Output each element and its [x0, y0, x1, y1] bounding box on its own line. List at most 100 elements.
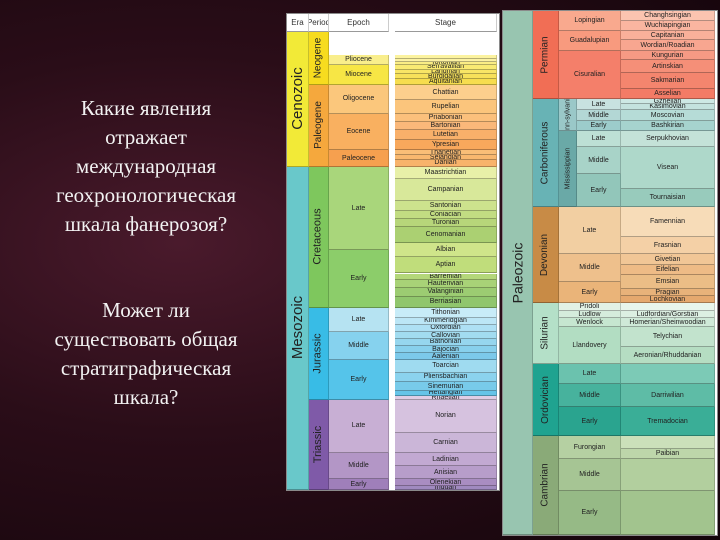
stage-cell-label: Darriwilian [651, 391, 684, 399]
period-cell-label: Paleogene [312, 101, 324, 150]
stage-cell: Paibian [621, 449, 715, 459]
subperiod-cell: Mississippian [559, 131, 577, 207]
stage-cell: Barremian [395, 273, 497, 281]
stage-cell-label: Kasimovian [649, 104, 686, 110]
stage-cell: Berriasian [395, 296, 497, 309]
stage-cell-label: Anisian [434, 468, 457, 476]
period-cell-label: Cambrian [539, 463, 551, 507]
period-cell: Cambrian [533, 436, 559, 535]
stage-cell: Kasimovian [621, 104, 715, 110]
epoch-cell-label: Early [590, 186, 607, 194]
stage-cell [621, 436, 715, 449]
epoch-cell-label: Late [591, 100, 606, 108]
stage-cell-label: Aalenian [431, 353, 460, 360]
epoch-cell-label: Early [590, 122, 607, 129]
period-cell: Paleogene [309, 84, 329, 167]
stage-cell: Moscovian [621, 110, 715, 121]
stage-cell-label: Aquitanian [428, 79, 463, 85]
epoch-cell: Ludlow [559, 311, 621, 318]
stage-cell-label: Bashkirian [651, 122, 684, 129]
stage-cell-label: Sinemurian [427, 382, 464, 390]
epoch-cell: Late [329, 308, 389, 333]
stage-cell-label: Famennian [649, 218, 686, 225]
subperiod-cell-label: Penn-sylvanian [564, 99, 571, 131]
stage-cell-label: Telychian [652, 333, 683, 340]
epoch-cell: Early [329, 360, 389, 400]
epoch-cell-label: Late [591, 135, 606, 142]
epoch-cell: Miocene [329, 64, 389, 85]
stage-cell [621, 303, 715, 311]
stage-cell: Sinemurian [395, 382, 497, 391]
epoch-cell-label: Late [351, 204, 366, 212]
epoch-cell: Early [577, 121, 621, 131]
stage-cell-label: Toarcian [432, 362, 459, 370]
epoch-cell-label: Middle [588, 156, 609, 164]
period-cell-label: Triassic [312, 425, 325, 464]
stage-cell: Olenekian [395, 479, 497, 487]
stage-cell: Serpukhovian [621, 131, 715, 147]
epoch-cell-label: Middle [579, 471, 600, 478]
stage-cell-label: Coniacian [429, 210, 462, 218]
period-cell-label: Neogene [312, 37, 324, 79]
stage-cell-label: Moscovian [650, 111, 685, 119]
stage-cell-label: Ypresian [431, 141, 460, 149]
question-line: шкала фанерозоя? [64, 212, 228, 236]
stage-cell-label: Lutetian [433, 130, 458, 138]
question-line: отражает [105, 125, 187, 149]
epoch-cell-label: Early [350, 480, 367, 488]
stage-cell-label: Asselian [654, 90, 681, 97]
stage-cell: Burdigalian [395, 74, 497, 80]
stage-cell: Callovian [395, 332, 497, 339]
stage-cell: Emsian [621, 275, 715, 289]
epoch-cell: Early [577, 174, 621, 207]
era-cell: Mesozoic [287, 166, 309, 490]
column-header: Period [309, 14, 329, 32]
epoch-cell-label: Cisuralian [573, 71, 606, 78]
stage-cell-label: Serpukhovian [646, 135, 689, 142]
epoch-cell-label: Early [350, 375, 367, 383]
epoch-cell-label: Late [582, 226, 597, 234]
epoch-cell: Late [559, 364, 621, 384]
stage-cell: Serravallian [395, 64, 497, 70]
period-cell-label: Silurian [539, 316, 551, 350]
stage-cell: Ludfordian/Gorstian [621, 311, 715, 318]
period-cell-label: Cretaceous [312, 208, 325, 266]
epoch-cell-label: Pliocene [345, 55, 372, 63]
stage-cell-label: Turonian [431, 218, 460, 226]
period-cell-label: Jurassic [312, 333, 324, 374]
epoch-cell: Middle [559, 384, 621, 407]
stage-cell: Maastrichtian [395, 166, 497, 180]
epoch-cell: Middle [559, 254, 621, 282]
stage-cell-label: Induan [434, 486, 457, 490]
stage-cell-label: Burdigalian [427, 74, 464, 80]
period-cell: Ordovician [533, 364, 559, 436]
epoch-cell-label: Paleocene [341, 154, 376, 162]
stage-cell: Bajocian [395, 345, 497, 354]
stage-cell-label: Maastrichtian [424, 168, 467, 176]
epoch-cell-label: Lopingian [574, 17, 605, 24]
stage-cell-label: Berriasian [429, 298, 462, 306]
stage-cell-label: Tremadocian [647, 417, 688, 425]
stage-cell-label: Pliensbachian [423, 373, 468, 381]
stage-cell-label: Norian [435, 412, 456, 420]
question-line: геохронологическая [55, 183, 237, 207]
stage-cell-label: Tithonian [431, 308, 460, 316]
stage-cell: Aptian [395, 257, 497, 274]
stage-cell-label: Bajocian [432, 345, 459, 353]
column-header: Stage [395, 14, 497, 32]
epoch-cell-label: Middle [579, 264, 600, 271]
stage-cell-label: Sakmarian [650, 77, 685, 84]
epoch-cell: Cisuralian [559, 51, 621, 99]
epoch-cell: Late [559, 207, 621, 254]
stage-cell-label: Capitanian [650, 31, 685, 39]
epoch-cell: Lopingian [559, 11, 621, 31]
epoch-cell: Middle [329, 453, 389, 480]
stage-cell: Langhian [395, 69, 497, 75]
stage-cell-label: Oxfordian [430, 324, 461, 332]
epoch-cell: Paleocene [329, 150, 389, 167]
stage-cell: Givetian [621, 254, 715, 265]
stage-cell-label: Bartonian [430, 122, 461, 130]
period-cell: Cretaceous [309, 166, 329, 309]
stage-cell: Toarcian [395, 360, 497, 373]
